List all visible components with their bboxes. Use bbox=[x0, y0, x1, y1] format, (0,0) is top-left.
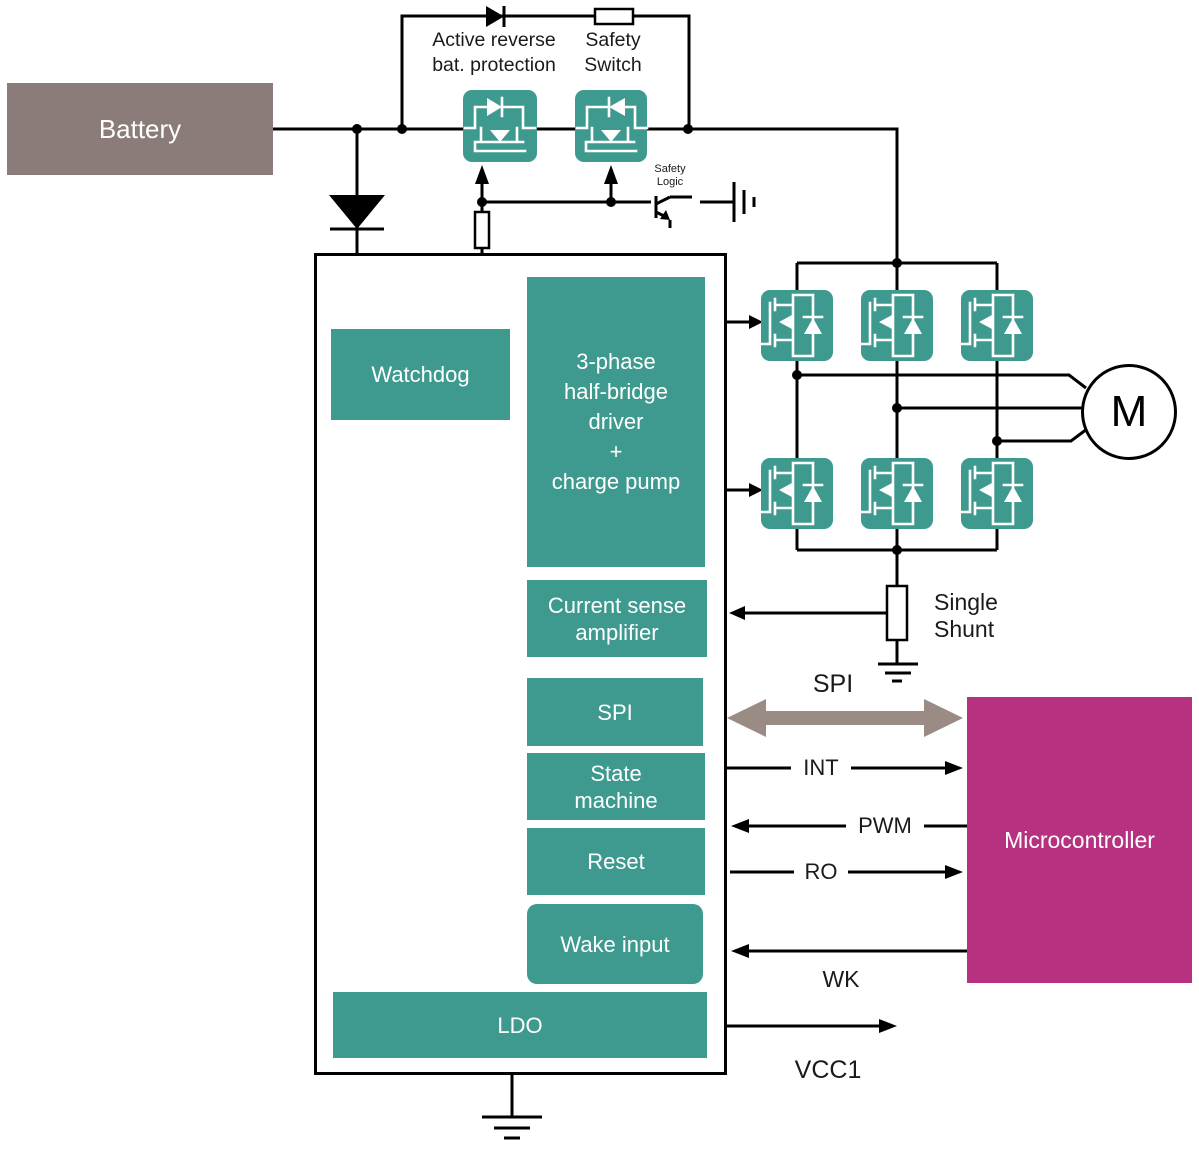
bridge-mosfet-icon bbox=[859, 456, 935, 531]
gate-resistor-icon bbox=[473, 202, 491, 253]
reverse-protection-mosfet-icon bbox=[461, 88, 539, 164]
spi-block: SPI bbox=[527, 678, 703, 746]
bridge-mosfet-icon bbox=[859, 288, 935, 363]
battery-block: Battery bbox=[7, 83, 273, 175]
wake-input-block: Wake input bbox=[527, 904, 703, 984]
bridge-mosfet-icon bbox=[959, 288, 1035, 363]
safety-switch-mosfet-icon bbox=[573, 88, 649, 164]
spi-bus-arrow bbox=[727, 699, 963, 737]
bridge-mosfet-icon bbox=[959, 456, 1035, 531]
wk-signal-label: WK bbox=[822, 966, 860, 992]
pwm-signal-label: PWM bbox=[846, 813, 924, 839]
gate-drive-wires bbox=[475, 165, 651, 207]
spi-signal-label: SPI bbox=[812, 670, 854, 698]
bypass-diode-icon bbox=[486, 6, 506, 27]
safety-logic-label: Safety Logic bbox=[654, 163, 686, 188]
shunt-ground-icon bbox=[878, 662, 918, 683]
vcc1-arrow bbox=[727, 1019, 897, 1033]
wk-arrow bbox=[731, 944, 967, 958]
safety-switch-label: Safety Switch bbox=[584, 29, 642, 76]
current-sense-amplifier-block: Current sense amplifier bbox=[527, 580, 707, 657]
vcc1-signal-label: VCC1 bbox=[794, 1056, 862, 1084]
side-ground-icon bbox=[732, 182, 756, 222]
int-signal-label: INT bbox=[791, 755, 851, 781]
single-shunt-label: Single Shunt bbox=[934, 589, 998, 642]
ic-ground-icon bbox=[482, 1072, 542, 1140]
state-machine-block: State machine bbox=[527, 753, 705, 820]
current-sense-arrow bbox=[729, 606, 887, 620]
safety-logic-transistor-icon bbox=[654, 195, 734, 228]
bridge-mosfet-icon bbox=[759, 288, 835, 363]
half-bridge-driver-block: 3-phase half-bridge driver + charge pump bbox=[527, 277, 705, 567]
active-reverse-protection-label: Active reverse bat. protection bbox=[432, 29, 556, 76]
motor-phase-wires bbox=[797, 373, 1088, 443]
bridge-mosfet-icon bbox=[759, 456, 835, 531]
safety-switch-resistor-icon bbox=[593, 7, 635, 26]
reverse-battery-diode-icon bbox=[329, 129, 385, 253]
shunt-resistor-icon bbox=[885, 584, 909, 664]
bypass-loop-wire bbox=[400, 14, 691, 129]
microcontroller-block: Microcontroller bbox=[967, 697, 1192, 983]
watchdog-block: Watchdog bbox=[331, 329, 510, 420]
ro-signal-label: RO bbox=[794, 859, 848, 885]
motor-symbol: M bbox=[1081, 364, 1177, 460]
driver-output-arrows bbox=[727, 315, 763, 497]
ldo-block: LDO bbox=[333, 992, 707, 1058]
reset-block: Reset bbox=[527, 828, 705, 895]
